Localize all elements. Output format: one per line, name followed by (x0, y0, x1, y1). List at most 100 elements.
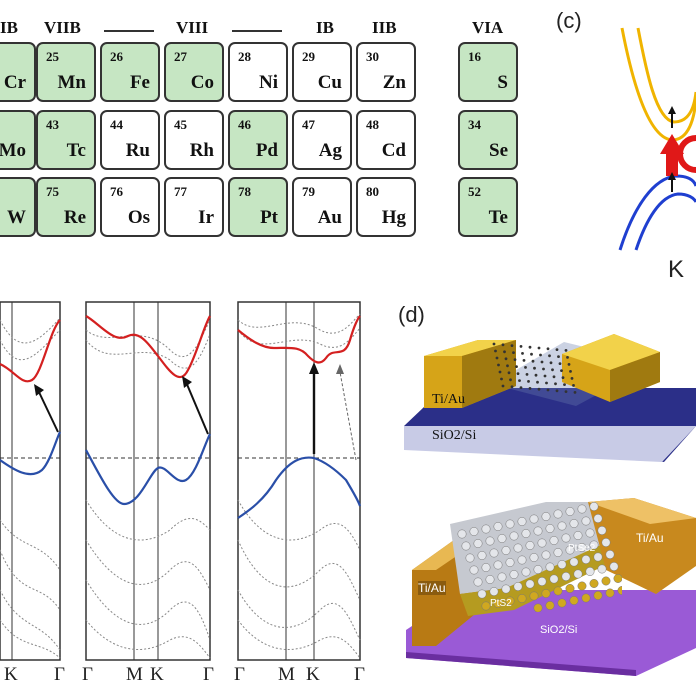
selenium-atom (561, 572, 571, 581)
sulfur-atom (493, 599, 503, 608)
selenium-atom (565, 507, 575, 516)
selenium-atom (457, 529, 467, 539)
lattice-atom (537, 387, 541, 391)
band-panel-3-bands (237, 313, 361, 659)
pts2-layer-surface (460, 538, 620, 616)
lattice-atom (510, 344, 514, 347)
element-symbol: Zn (382, 72, 406, 93)
element-symbol: Hg (381, 207, 406, 228)
atomic-number: 44 (110, 117, 123, 132)
selenium-atom (489, 587, 499, 596)
lattice-atom (569, 370, 572, 373)
atomic-number: 80 (366, 184, 379, 199)
device-rendering-bottom (406, 498, 696, 676)
axis1-tick-gamma: Γ (54, 664, 65, 685)
selenium-atom (585, 528, 595, 538)
lattice-atom (545, 381, 548, 385)
polarization-circle-icon (677, 135, 696, 173)
atomic-number: 28 (238, 49, 251, 64)
contact-label-top: Ti/Au (432, 392, 465, 407)
element-symbol: Tc (66, 140, 86, 161)
lattice-atom (510, 385, 514, 389)
selenium-atom (521, 529, 531, 538)
selenium-atom (485, 575, 495, 584)
conduction-band-outer (620, 27, 696, 142)
selenium-atom (537, 538, 547, 548)
selenium-atom (461, 541, 471, 551)
lattice-atom (536, 380, 539, 384)
selenium-atom (573, 569, 583, 579)
selenium-atom (601, 538, 611, 547)
axis3-tick-k: K (306, 664, 320, 685)
selenium-atom (477, 551, 487, 560)
left-contact-side (462, 340, 516, 408)
transition-arrow-1 (37, 389, 59, 433)
selenium-atom (589, 540, 599, 550)
sulfur-atom (617, 586, 622, 595)
selenium-atom (549, 536, 559, 545)
selenium-atom (469, 527, 479, 536)
lattice-atom (533, 366, 536, 370)
ptse2-layer-surface (450, 502, 624, 594)
lattice-atom (492, 342, 496, 346)
axis2-tick-m: M (126, 664, 143, 685)
group-header-via: VIA (472, 18, 504, 37)
selenium-atom (505, 558, 515, 567)
element-symbol: Cr (3, 72, 26, 93)
selenium-atom (505, 519, 515, 529)
atomic-number: 47 (302, 117, 315, 132)
band-panel-1-frame (0, 301, 61, 661)
lattice-atom (570, 377, 574, 380)
lattice-atom (527, 380, 530, 383)
element-symbol: Co (190, 72, 214, 93)
lattice-atom (563, 383, 566, 386)
sulfur-atom (529, 591, 539, 601)
selenium-atom (573, 531, 583, 540)
atomic-number: 48 (366, 117, 379, 132)
lattice-atom (558, 362, 562, 365)
band-panel-2-frame (85, 301, 211, 661)
small-arrow-up-top-head (668, 106, 676, 114)
lattice-atom (564, 349, 568, 352)
selenium-atom (517, 555, 527, 565)
k-point-label: K (668, 256, 685, 283)
atom-spheres-bottom (457, 502, 622, 612)
lattice-atom (548, 354, 551, 358)
selenium-atom (557, 560, 567, 569)
ptse2-label: PtSe2 (568, 543, 596, 554)
atomic-number: 46 (238, 117, 251, 132)
selenium-atom (485, 536, 495, 546)
selenium-atom (569, 519, 579, 528)
lattice-atom (551, 368, 554, 372)
conduction-band-2 (85, 315, 211, 378)
band-panel-3-frame (237, 301, 361, 661)
group-divider-left (104, 30, 154, 32)
atomic-number: 77 (174, 184, 187, 199)
atomic-number: 76 (110, 184, 123, 199)
selenium-atom (473, 539, 483, 548)
axis3-tick-gamma-end: Γ (354, 664, 365, 685)
lattice-atom (572, 384, 575, 387)
selenium-atom (545, 562, 555, 572)
lattice-atom (516, 372, 520, 375)
lattice-atom (561, 376, 565, 379)
lattice-atom (530, 352, 533, 356)
selenium-atom (521, 567, 531, 577)
selenium-atom (585, 567, 595, 576)
lattice-atom (515, 365, 518, 368)
element-symbol: Au (317, 207, 342, 228)
lattice-atom (509, 378, 512, 382)
selenium-atom (533, 526, 543, 536)
lattice-atom (554, 382, 557, 386)
